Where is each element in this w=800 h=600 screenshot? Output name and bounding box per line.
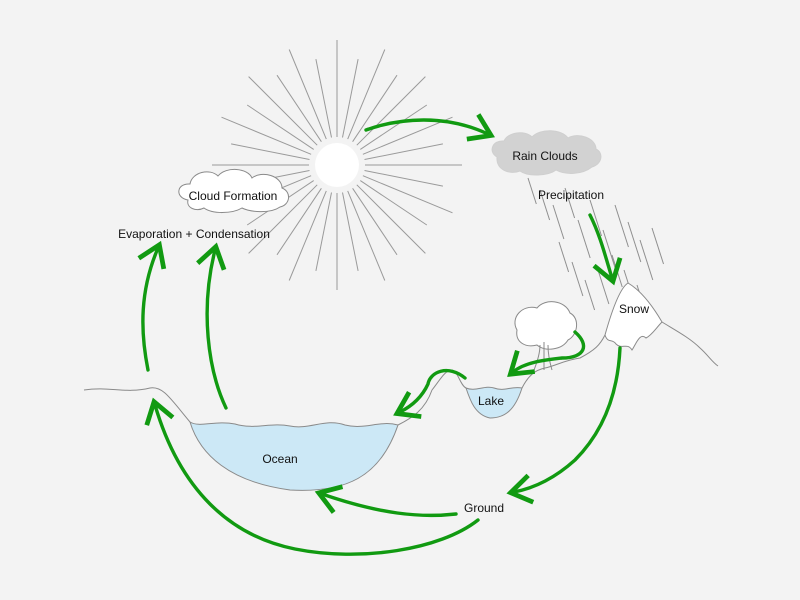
label-precipitation: Precipitation: [538, 188, 604, 202]
mountain-slope: [661, 321, 719, 367]
arrow-ground-to-ocean: [314, 484, 458, 518]
arrow-precipitation-down: [588, 213, 623, 286]
label-ocean: Ocean: [262, 452, 297, 466]
mountain-snow: [604, 282, 663, 351]
arrow-sun-to-rain-clouds: [364, 113, 495, 142]
flow-arrows: [137, 113, 623, 556]
arrow-lake-to-ocean: [393, 368, 467, 419]
label-evaporation-condensation: Evaporation + Condensation: [118, 227, 270, 241]
arrow-ground-to-shore: [144, 397, 480, 556]
sun-icon: [212, 40, 462, 290]
terrain: [83, 282, 719, 491]
label-ground: Ground: [464, 501, 504, 515]
arrow-ocean-to-evaporation: [196, 242, 228, 410]
tree-icon: [514, 301, 577, 371]
rain-clouds-cloud: [491, 130, 602, 176]
label-snow: Snow: [619, 302, 649, 316]
ocean-basin: [189, 420, 399, 491]
label-cloud-formation: Cloud Formation: [189, 189, 278, 203]
shoreline-left: [83, 387, 191, 423]
label-lake: Lake: [478, 394, 504, 408]
arrow-tree-to-lake: [507, 330, 586, 377]
cloud-formation-cloud: [178, 169, 289, 213]
arrow-shore-to-evaporation: [137, 240, 167, 372]
label-rain-clouds: Rain Clouds: [512, 149, 577, 163]
arrow-snow-to-ground: [506, 346, 622, 505]
labels: Cloud Formation Evaporation + Condensati…: [118, 149, 649, 515]
